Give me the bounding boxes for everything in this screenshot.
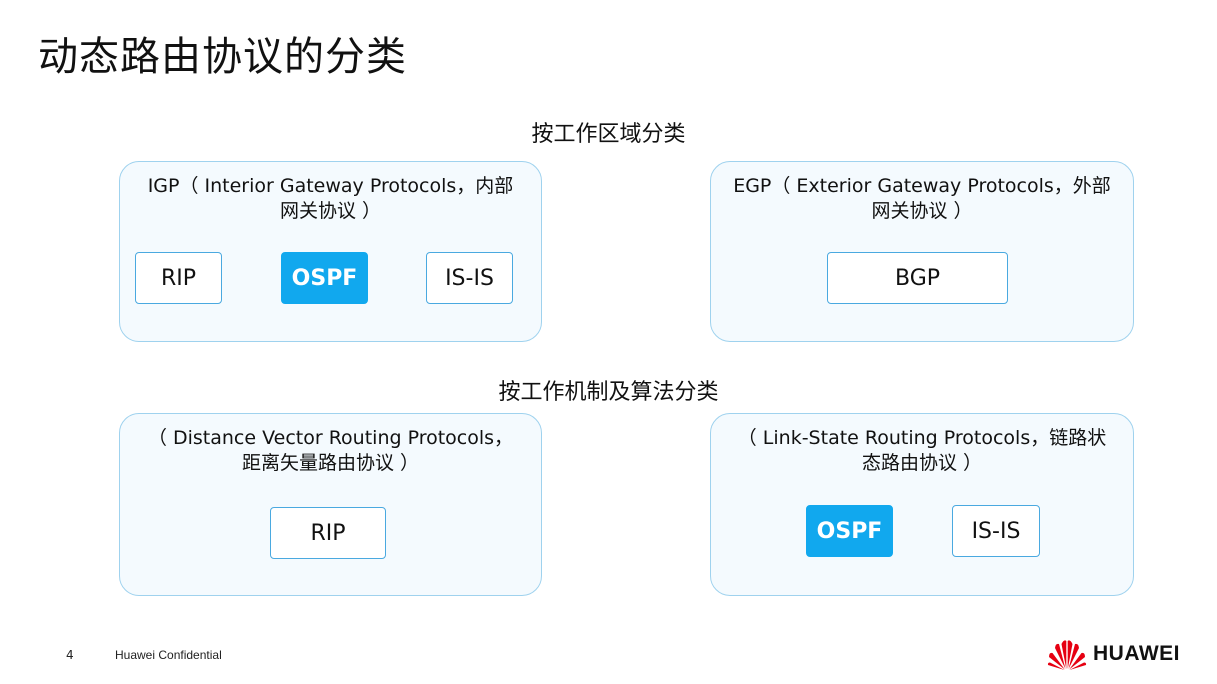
link-state-caption: （ Link-State Routing Protocols，链路状 态路由协议… [711,426,1133,476]
egp-caption: EGP（ Exterior Gateway Protocols，外部 网关协议 … [711,174,1133,224]
igp-caption: IGP（ Interior Gateway Protocols，内部 网关协议 … [120,174,541,224]
slide-title: 动态路由协议的分类 [38,34,407,80]
link-state-caption-line2: 态路由协议 ） [861,452,983,474]
igp-isis-box[interactable]: IS-IS [426,252,513,304]
igp-caption-line2: 网关协议 ） [279,200,382,222]
huawei-logo: HUAWEI [1047,637,1187,671]
egp-bgp-box[interactable]: BGP [827,252,1008,304]
huawei-brand-text: HUAWEI [1093,642,1180,665]
igp-rip-box[interactable]: RIP [135,252,222,304]
page-number: 4 [66,648,74,662]
distance-vector-group: （ Distance Vector Routing Protocols， 距离矢… [119,413,542,596]
egp-group: EGP（ Exterior Gateway Protocols，外部 网关协议 … [710,161,1134,342]
distance-vector-caption-line2: 距离矢量路由协议 ） [241,452,420,474]
confidential-label: Huawei Confidential [115,648,222,662]
section-label-by-area: 按工作区域分类 [531,122,686,147]
huawei-flower-icon [1047,640,1087,670]
dv-rip-box[interactable]: RIP [270,507,386,559]
link-state-group: （ Link-State Routing Protocols，链路状 态路由协议… [710,413,1134,596]
distance-vector-caption: （ Distance Vector Routing Protocols， 距离矢… [120,426,541,476]
egp-caption-line1: EGP（ Exterior Gateway Protocols，外部 [733,175,1111,197]
igp-caption-line1: IGP（ Interior Gateway Protocols，内部 [147,175,514,197]
igp-group: IGP（ Interior Gateway Protocols，内部 网关协议 … [119,161,542,342]
igp-ospf-box[interactable]: OSPF [281,252,368,304]
distance-vector-caption-line1: （ Distance Vector Routing Protocols， [147,427,514,449]
ls-ospf-box[interactable]: OSPF [806,505,893,557]
link-state-caption-line1: （ Link-State Routing Protocols，链路状 [737,427,1107,449]
egp-caption-line2: 网关协议 ） [871,200,973,222]
ls-isis-box[interactable]: IS-IS [952,505,1040,557]
section-label-by-mechanism: 按工作机制及算法分类 [498,380,719,405]
